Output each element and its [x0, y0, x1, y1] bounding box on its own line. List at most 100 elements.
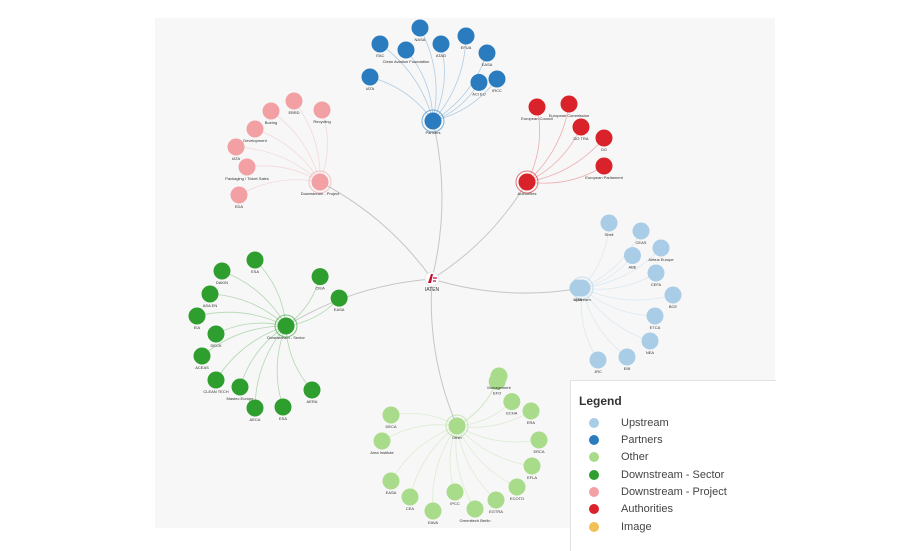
node-label: ECOTO	[510, 496, 524, 501]
node-authorities[interactable]	[596, 130, 613, 147]
edge-center-downstream_project	[320, 182, 432, 279]
node-partners[interactable]	[479, 45, 496, 62]
legend-item-partners[interactable]: Partners	[589, 432, 663, 448]
legend-item-downstream-project[interactable]: Downstream - Project	[589, 484, 727, 500]
node-label: AERA	[307, 399, 318, 404]
node-other[interactable]	[383, 473, 400, 490]
node-label: EASA	[482, 62, 493, 67]
node-authorities[interactable]	[529, 99, 546, 116]
node-downstream_project[interactable]	[247, 121, 264, 138]
legend-item-image[interactable]: Image	[589, 519, 652, 535]
node-label: Airbus Europe	[648, 257, 674, 262]
node-downstream_project[interactable]	[239, 159, 256, 176]
hub-label: Other	[452, 435, 463, 440]
node-downstream_sector[interactable]	[194, 348, 211, 365]
node-downstream_sector[interactable]	[202, 286, 219, 303]
logo-icon[interactable]	[425, 272, 439, 286]
node-upstream[interactable]	[624, 247, 641, 264]
node-partners[interactable]	[372, 36, 389, 53]
node-downstream_project[interactable]	[286, 93, 303, 110]
node-other[interactable]	[467, 501, 484, 518]
node-label: ASA EN	[203, 303, 218, 308]
node-downstream_project[interactable]	[228, 139, 245, 156]
node-upstream[interactable]	[653, 240, 670, 257]
node-downstream_sector[interactable]	[312, 268, 329, 285]
node-downstream_project[interactable]	[263, 103, 280, 120]
node-other[interactable]	[402, 489, 419, 506]
node-downstream_sector[interactable]	[247, 400, 264, 417]
node-label: Boeing	[265, 120, 277, 125]
node-label: Clean Aviation Foundation	[383, 59, 430, 64]
legend-item-other[interactable]: Other	[589, 449, 649, 465]
node-upstream[interactable]	[633, 223, 650, 240]
node-label: NASA	[415, 37, 426, 42]
node-other[interactable]	[488, 492, 505, 509]
legend-label: Image	[621, 521, 652, 533]
edge-other	[457, 402, 512, 426]
legend-item-authorities[interactable]: Authorities	[589, 501, 673, 517]
hub-node-downstream_project[interactable]	[312, 174, 329, 191]
node-other[interactable]	[523, 403, 540, 420]
node-downstream_project[interactable]	[314, 102, 331, 119]
node-partners[interactable]	[458, 28, 475, 45]
node-downstream_project[interactable]	[231, 187, 248, 204]
node-label: BCE	[669, 304, 678, 309]
node-upstream[interactable]	[648, 265, 665, 282]
node-downstream_sector[interactable]	[304, 382, 321, 399]
node-partners[interactable]	[489, 71, 506, 88]
edge-center-authorities	[432, 182, 527, 279]
node-other[interactable]	[524, 458, 541, 475]
node-label: EIB	[624, 366, 631, 371]
node-label: IATA	[366, 86, 375, 91]
node-upstream[interactable]	[590, 352, 607, 369]
hub-node-other[interactable]	[449, 418, 466, 435]
hub-node-partners[interactable]	[425, 113, 442, 130]
legend-label: Partners	[621, 434, 663, 446]
node-label: ETCA	[650, 325, 661, 330]
hub-label: Downstream - Sector	[267, 335, 305, 340]
node-upstream[interactable]	[619, 349, 636, 366]
node-partners[interactable]	[433, 36, 450, 53]
node-partners[interactable]	[470, 74, 487, 91]
node-label: Packaging / Ticket Sales	[225, 176, 269, 181]
hub-node-upstream[interactable]	[574, 280, 591, 297]
node-upstream[interactable]	[647, 308, 664, 325]
node-authorities[interactable]	[573, 119, 590, 136]
node-other[interactable]	[374, 433, 391, 450]
node-upstream[interactable]	[601, 215, 618, 232]
node-other[interactable]	[503, 393, 520, 410]
node-label: ATAG	[436, 53, 446, 58]
node-other[interactable]	[383, 407, 400, 424]
node-partners[interactable]	[398, 42, 415, 59]
node-authorities[interactable]	[596, 158, 613, 175]
node-downstream_sector[interactable]	[214, 263, 231, 280]
node-label: DG TRA	[573, 136, 588, 141]
legend-panel: Legend Upstream Partners Other Downstrea…	[570, 380, 776, 551]
node-other[interactable]	[447, 484, 464, 501]
legend-item-downstream-sector[interactable]: Downstream - Sector	[589, 467, 724, 483]
node-upstream[interactable]	[665, 287, 682, 304]
node-downstream_sector[interactable]	[247, 252, 264, 269]
node-other[interactable]	[425, 503, 442, 520]
node-downstream_sector[interactable]	[275, 399, 292, 416]
node-downstream_sector[interactable]	[189, 308, 206, 325]
hub-node-authorities[interactable]	[519, 174, 536, 191]
node-partners[interactable]	[412, 20, 429, 37]
node-label: Development	[243, 138, 267, 143]
node-other[interactable]	[531, 432, 548, 449]
edge-center-other	[431, 279, 457, 426]
node-label: EFLA	[527, 475, 537, 480]
node-authorities[interactable]	[561, 96, 578, 113]
node-downstream_sector[interactable]	[331, 290, 348, 307]
edge-downstream_sector	[286, 277, 320, 326]
node-other[interactable]	[509, 479, 526, 496]
node-downstream_sector[interactable]	[232, 379, 249, 396]
node-label: DECK	[210, 343, 221, 348]
node-label: ERCA	[533, 449, 544, 454]
node-partners[interactable]	[362, 69, 379, 86]
node-downstream_sector[interactable]	[208, 326, 225, 343]
hub-node-downstream_sector[interactable]	[278, 318, 295, 335]
node-downstream_sector[interactable]	[208, 372, 225, 389]
node-upstream[interactable]	[642, 333, 659, 350]
legend-item-upstream[interactable]: Upstream	[589, 415, 669, 431]
